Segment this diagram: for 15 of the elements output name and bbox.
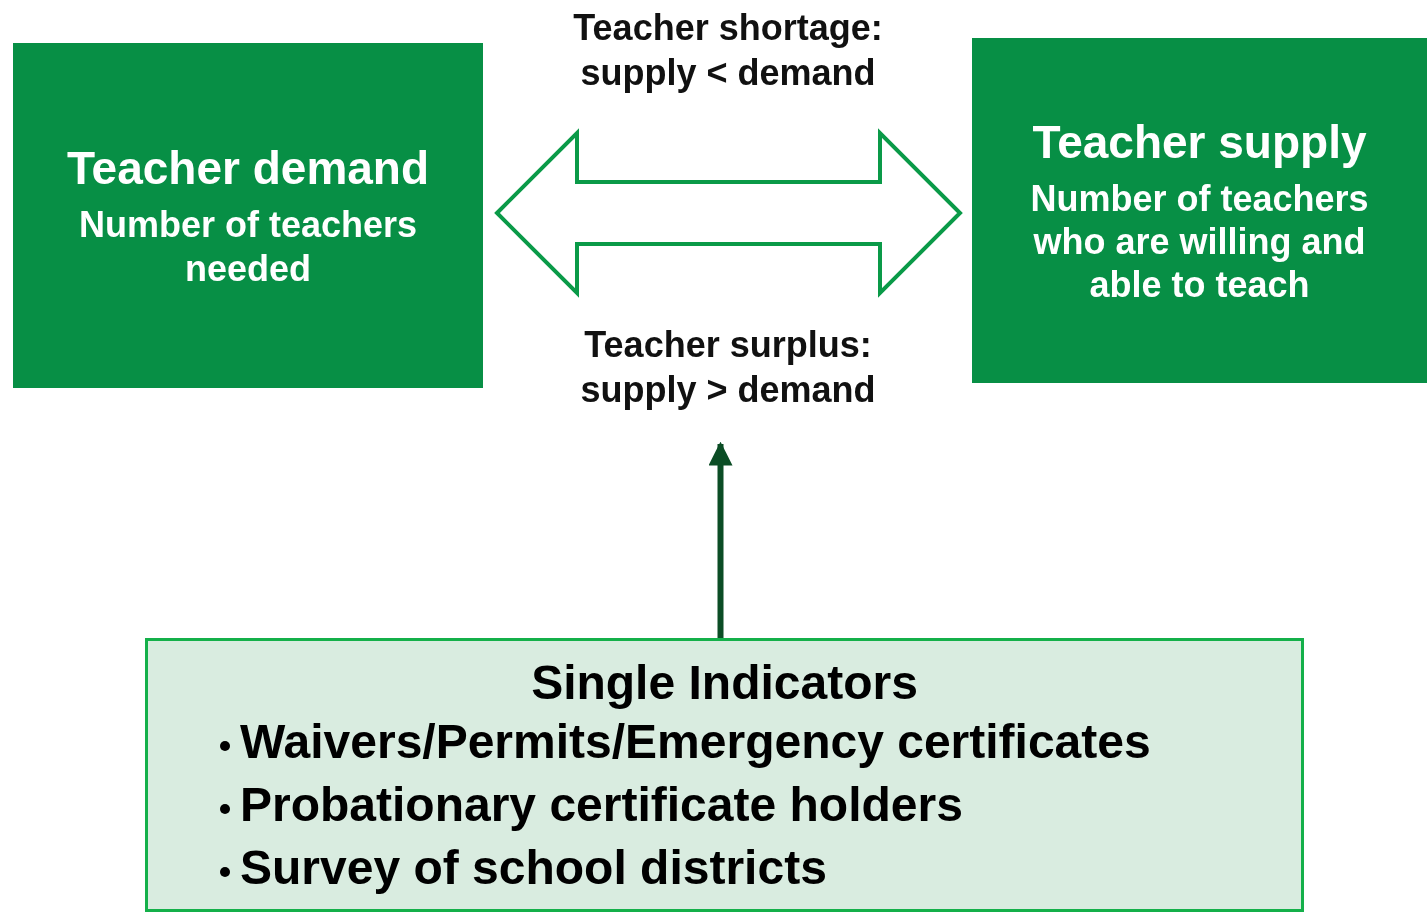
process-box [972,38,1427,383]
box-description: Number of teachers needed [77,203,419,290]
box-title: Single Indicators [530,655,919,710]
arrow [494,128,963,298]
annotation-text: Teacher surplus: supply > demand [579,323,877,412]
bullet-item: Waivers/Permits/Emergency certificates [240,714,1152,770]
process-box [13,43,483,388]
box-title: Teacher demand [66,141,430,196]
arrow [708,441,733,638]
annotation-text: Teacher shortage: supply < demand [572,6,884,95]
indicator-box [145,638,1304,912]
bullet-item: Probationary certificate holders [240,777,964,833]
box-description: Number of teachers who are willing and able to teach [1029,176,1370,307]
box-title: Teacher supply [1032,114,1367,169]
bullet-item: Survey of school districts [240,840,828,896]
